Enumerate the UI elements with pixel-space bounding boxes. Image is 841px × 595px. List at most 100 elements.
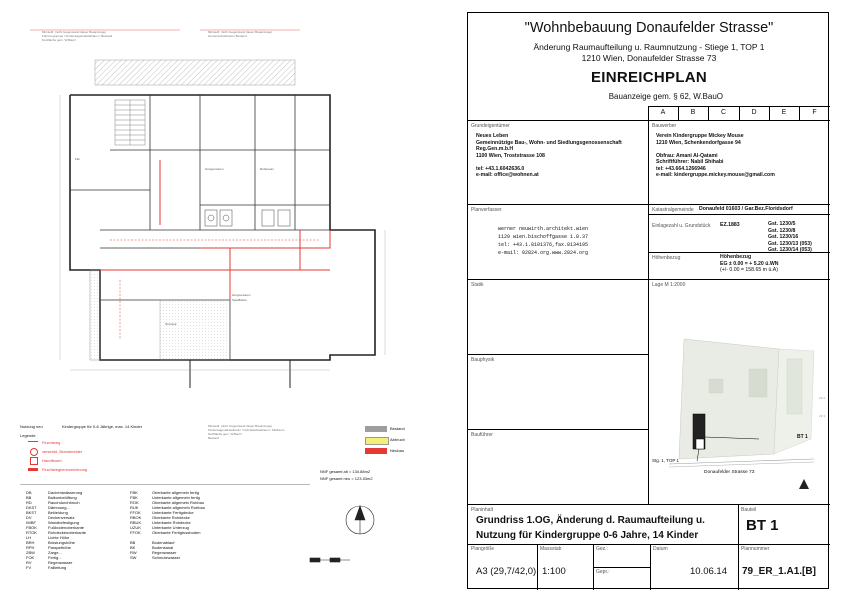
bauwerber-line: Obfrau: Amani Al-Qatami — [656, 152, 718, 159]
bauwerber-block: Verein Kindergruppe Mickey Mouse 1210 Wi… — [656, 133, 775, 179]
legend-fluchtwegkennzeichnung: Fluchtwegkennzeichnung — [42, 467, 88, 472]
plot-item: Gst. 1230/16 — [768, 234, 799, 240]
datum-value: 10.06.14 — [690, 566, 727, 577]
legend-subtitle: Legende — [20, 433, 36, 438]
massstab-value: 1:100 — [542, 566, 566, 577]
color-label-abbruch: Abbruch — [390, 437, 405, 442]
label-statik: Statik — [471, 282, 484, 288]
label-bauwerber: Bauwerber — [652, 123, 677, 129]
bauwerber-line: Verein Kindergruppe Mickey Mouse — [656, 133, 744, 139]
project-address: 1210 Wien, Donaufelder Strasse 73 — [581, 53, 717, 63]
legend: Nutzung neu Legende Kindergruppe für 0-6… — [20, 424, 440, 584]
color-label-neubau: Neubau — [390, 448, 405, 453]
label-gez: Gez.: — [596, 546, 608, 552]
plannummer-value: 79_ER_1.A1.[B] — [742, 566, 816, 577]
legend-handfeuerl: Handfeuerl. — [42, 458, 63, 463]
site-label-stiege: Stg. 1, TOP 1 — [652, 458, 680, 463]
label-gepr: Gepr.: — [596, 569, 610, 575]
label-grundeigentuemer: Grundeigentümer — [471, 123, 510, 129]
legend-fluchtweg: Fluchtweg — [42, 440, 61, 445]
color-swatch-neubau — [365, 448, 387, 454]
planverfasser-line: tel: +43.1.8101376,fax.8134195 — [498, 242, 589, 248]
svg-text:Mitmietfl. (nicht Gegenstand d: Mitmietfl. (nicht Gegenstand dieser Baua… — [42, 30, 106, 34]
project-title: "Wohnbebauung Donaufelder Strasse" — [524, 20, 774, 36]
planverfasser-line: werner neuwirth.architekt.wien — [498, 226, 589, 232]
label-bauteil: Bauteil — [741, 507, 757, 513]
site-plan: ZZ.2 ZZ.3 — [668, 338, 825, 489]
label-lageplan: Lage M 1:2000 — [652, 282, 686, 288]
grundeigentuemer-line: Reg.Gen.m.b.H — [476, 146, 514, 152]
svg-text:Gemeinschaftsraum Bestand: Gemeinschaftsraum Bestand — [208, 34, 247, 38]
area-old: NNF gesamt alt = 134.88m2 — [320, 469, 371, 474]
svg-text:Flur: Flur — [75, 157, 80, 161]
legal-basis: Bauanzeige gem. § 62, W.BauO — [608, 92, 723, 101]
grundeigentuemer-block: Neues Leben Gemeinnützige Bau-, Wohn- un… — [476, 133, 622, 179]
column-e: E — [781, 109, 787, 116]
site-label-street: Donaufelder Strasse 73 — [704, 470, 755, 475]
legend-divider — [20, 484, 310, 485]
grundeigentuemer-line: Gemeinnützige Bau-, Wohn- und Siedlungsg… — [476, 139, 622, 146]
column-f: F — [812, 109, 817, 116]
handfeuerl-icon — [30, 457, 38, 465]
fluchtweg-symbol — [28, 441, 38, 442]
planverfasser-block: werner neuwirth.architekt.wien 1120 wien… — [498, 225, 588, 257]
svg-text:Gruppenraum: Gruppenraum — [205, 167, 224, 171]
bauwerber-line: e-mail: kindergruppe.mickey.mouse@gmail.… — [656, 172, 775, 178]
floor-plan: Mitmietfl. (nicht Gegenstand dieser Baua… — [30, 29, 386, 563]
svg-text:Bestand: Bestand — [208, 436, 219, 440]
svg-text:Fahrzeugrampe / Kinderwagenabs: Fahrzeugrampe / Kinderwagenabstellraum /… — [42, 34, 113, 38]
label-bauphysik: Bauphysik — [471, 357, 495, 363]
plot-item: Gst. 1230/13 (053) — [768, 240, 812, 247]
area-new: NNF gesamt neu = 123.53m2 — [320, 476, 373, 481]
hoehenbezug-line: EG ± 0.00 = + 5.20 ü.WN — [720, 260, 779, 267]
svg-text:Kinderwagenabstellraum / Fahrr: Kinderwagenabstellraum / Fahrradabstellr… — [208, 428, 285, 432]
label-format: Plangröße — [471, 546, 495, 552]
drawing-area: Mitmietfl. (nicht Gegenstand dieser Baua… — [20, 29, 440, 584]
plot-item: Gst. 1230/5 — [768, 221, 796, 227]
svg-text:Spielfläche: Spielfläche — [232, 298, 247, 302]
grundeigentuemer-line: e-mail: office@wohnen.at — [476, 172, 539, 178]
planinhalt-line2: Nutzung für Kindergruppe 0-6 Jahre, 14 K… — [476, 530, 699, 541]
svg-text:ZZ.2: ZZ.2 — [819, 396, 825, 400]
svg-text:Gruppenraum: Gruppenraum — [232, 293, 251, 297]
plot-item: Gst. 1230/8 — [768, 227, 796, 234]
bauteil-value: BT 1 — [746, 517, 779, 534]
brandmelder-icon — [30, 448, 38, 456]
project-subtitle: Änderung Raumaufteilung u. Raumnutzung -… — [533, 42, 765, 52]
ez-value: EZ.1883 — [720, 222, 740, 228]
katastralgemeinde-value: Donaufeld 01603 / Gar.Bez.Floridsdorf — [699, 206, 793, 212]
svg-text:Ruheraum: Ruheraum — [260, 167, 275, 171]
label-planverfasser: Planverfasser — [471, 207, 502, 213]
planinhalt-line1: Grundriss 1.OG, Änderung d. Raumaufteilu… — [476, 515, 705, 526]
label-katastralgemeinde: Katastralgemeinde — [652, 207, 694, 213]
site-label-bt1: BT 1 — [797, 434, 808, 440]
color-label-bestand: Bestand — [390, 426, 405, 431]
grundeigentuemer-line: Neues Leben — [476, 133, 509, 139]
grundeigentuemer-line: tel: +43.1.6042636.0 — [476, 165, 525, 172]
bauwerber-line: 1210 Wien, Schenkendorfgasse 94 — [656, 139, 741, 146]
label-einlagezahl: Einlagezahl u. Grundstück — [652, 223, 711, 229]
planverfasser-line: e-mail: 02824.org.www.2824.org — [498, 250, 589, 256]
legend-note: Kindergruppe für 0-6 Jährige, max. 14 Ki… — [62, 424, 143, 429]
plot-list: Gst. 1230/5 Gst. 1230/8 Gst. 1230/16 Gst… — [768, 221, 812, 254]
column-d: D — [751, 109, 757, 116]
column-b: B — [690, 109, 696, 116]
title-block: "Wohnbebauung Donaufelder Strasse" Änder… — [467, 12, 830, 590]
